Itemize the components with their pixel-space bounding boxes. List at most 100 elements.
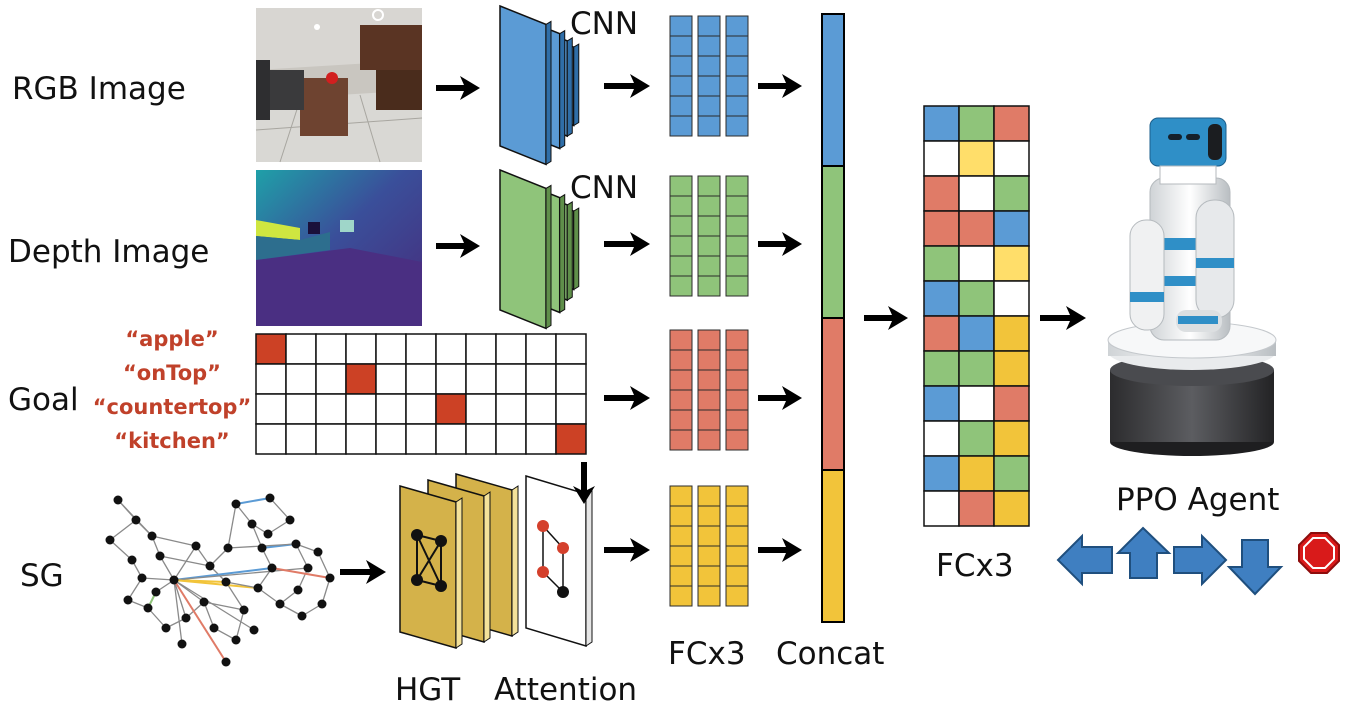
fc-cell bbox=[725, 429, 749, 451]
fc-out-cell bbox=[993, 455, 1030, 492]
graph-node bbox=[263, 529, 273, 539]
goal-grid-cell bbox=[435, 423, 467, 455]
goal-grid-cell bbox=[405, 423, 437, 455]
fc-cell bbox=[725, 369, 749, 391]
fc-cell bbox=[669, 55, 693, 77]
rgb-image bbox=[255, 8, 423, 163]
fc-cell bbox=[725, 35, 749, 57]
fc-out-cell bbox=[993, 210, 1030, 247]
flow-arrow bbox=[758, 538, 802, 562]
fc-cell bbox=[697, 429, 721, 451]
goal-grid-cell bbox=[555, 393, 587, 425]
fc-cell bbox=[697, 35, 721, 57]
graph-node bbox=[231, 635, 241, 645]
fc-out-cell bbox=[923, 210, 960, 247]
graph-node bbox=[303, 563, 313, 573]
fc-cell bbox=[697, 275, 721, 297]
fc-out-cell bbox=[923, 280, 960, 317]
fc-cell bbox=[725, 585, 749, 607]
graph-node bbox=[267, 563, 277, 573]
fc-cell bbox=[725, 15, 749, 37]
goal-one-hot-grid bbox=[255, 333, 587, 455]
goal-grid-cell bbox=[285, 363, 317, 395]
fc-cell bbox=[725, 349, 749, 371]
fc-cell bbox=[697, 235, 721, 257]
fc-cell bbox=[669, 115, 693, 137]
graph-node bbox=[325, 573, 335, 583]
goal-grid-cell bbox=[375, 333, 407, 365]
graph-node bbox=[105, 535, 115, 545]
fc-cell bbox=[669, 389, 693, 411]
hgt-graph-node bbox=[435, 580, 447, 592]
graph-node bbox=[265, 493, 275, 503]
fc-cell bbox=[697, 195, 721, 217]
rgb-image-label: RGB Image bbox=[12, 71, 186, 107]
fc-cell bbox=[697, 329, 721, 351]
fc-out-cell bbox=[958, 105, 995, 142]
goal-grid-cell bbox=[555, 333, 587, 365]
up-arrow-icon bbox=[1115, 526, 1172, 579]
graph-node bbox=[247, 519, 257, 529]
graph-edge bbox=[225, 581, 245, 611]
fc-cell bbox=[697, 215, 721, 237]
flow-arrow bbox=[864, 306, 908, 330]
fc-cell bbox=[697, 585, 721, 607]
flow-arrow bbox=[758, 232, 802, 256]
graph-node bbox=[313, 547, 323, 557]
graph-edge bbox=[317, 551, 331, 579]
goal-grid-cell bbox=[435, 363, 467, 395]
graph-edge bbox=[109, 539, 133, 561]
fc-out-cell bbox=[958, 245, 995, 282]
attention-node bbox=[557, 542, 569, 554]
goal-grid-cell bbox=[465, 363, 497, 395]
goal-grid-cell bbox=[375, 363, 407, 395]
fc-out-cell bbox=[923, 490, 960, 527]
attention-label: Attention bbox=[494, 672, 637, 708]
fc-out-cell bbox=[993, 350, 1030, 387]
concat-label: Concat bbox=[776, 636, 884, 672]
graph-node bbox=[239, 605, 249, 615]
goal-word-countertop: “countertop” bbox=[93, 395, 252, 419]
attention-layer-edge bbox=[585, 489, 593, 647]
goal-word-apple: “apple” bbox=[125, 327, 218, 351]
graph-node bbox=[209, 623, 219, 633]
fc-cell bbox=[697, 75, 721, 97]
sg-label: SG bbox=[20, 558, 64, 594]
goal-grid-cell bbox=[315, 393, 347, 425]
fc-cell bbox=[669, 95, 693, 117]
encoder-layer-edge bbox=[559, 29, 566, 150]
fc-out-cell bbox=[993, 140, 1030, 177]
fc-out-cell bbox=[923, 315, 960, 352]
fc-cell bbox=[669, 585, 693, 607]
graph-node bbox=[223, 543, 233, 553]
encoder-layer-edge bbox=[573, 43, 580, 127]
graph-node bbox=[181, 613, 191, 623]
goal-grid-cell bbox=[405, 363, 437, 395]
fc-cell bbox=[725, 235, 749, 257]
fc-out-cell bbox=[958, 420, 995, 457]
graph-edge bbox=[173, 579, 227, 663]
goal-grid-cell bbox=[405, 333, 437, 365]
graph-node bbox=[169, 575, 179, 585]
graph-node bbox=[317, 599, 327, 609]
flow-arrow bbox=[340, 560, 386, 584]
encoder-layer-edge bbox=[566, 201, 573, 301]
flow-arrow bbox=[758, 74, 802, 98]
fc-out-cell bbox=[923, 245, 960, 282]
fc-cell bbox=[725, 275, 749, 297]
fc-cell bbox=[669, 505, 693, 527]
graph-edge bbox=[321, 577, 331, 605]
stop-icon bbox=[1298, 532, 1340, 574]
fc-cell bbox=[725, 95, 749, 117]
cnn-rgb-label: CNN bbox=[570, 6, 638, 42]
fc-cell bbox=[669, 215, 693, 237]
fc-cell bbox=[725, 409, 749, 431]
goal-grid-cell-active bbox=[555, 423, 587, 455]
attention-node bbox=[557, 586, 569, 598]
fc-out-cell bbox=[958, 140, 995, 177]
graph-node bbox=[285, 515, 295, 525]
fc-cell bbox=[669, 369, 693, 391]
fc-cell bbox=[697, 175, 721, 197]
goal-grid-cell-active bbox=[345, 363, 377, 395]
graph-edge bbox=[159, 555, 175, 581]
